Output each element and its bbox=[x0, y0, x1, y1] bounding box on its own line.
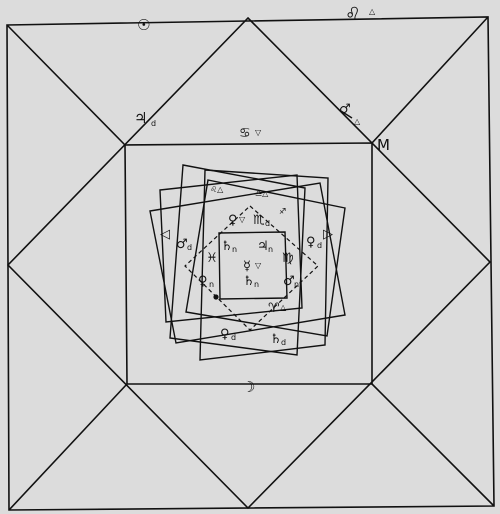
diagonal-top-left bbox=[6, 24, 126, 146]
mars-symbol: ♂ bbox=[339, 102, 351, 117]
virgo-right: ♍ bbox=[282, 251, 294, 266]
venus-left-sub: n bbox=[209, 280, 214, 289]
center-mercury: ☿ bbox=[243, 259, 251, 274]
jupiter-sub: d bbox=[151, 119, 156, 128]
star-square-b bbox=[169, 164, 306, 356]
mars-left-sub: d bbox=[187, 243, 192, 252]
center-saturn: ♄ bbox=[243, 274, 255, 289]
jupiter-symbol: ♃ bbox=[134, 109, 147, 127]
arrow-line bbox=[340, 110, 353, 119]
venus-upper-left: ♀ bbox=[228, 213, 238, 228]
center-saturn-left: ♄ bbox=[221, 239, 233, 254]
moon-symbol: ☽ bbox=[242, 378, 255, 396]
leo-mark: △ bbox=[369, 7, 376, 16]
dashed-diamond bbox=[184, 205, 319, 331]
venus-right: ♀ bbox=[306, 235, 316, 250]
star-top-label-2: ♎△ bbox=[255, 189, 269, 198]
sagittarius-upper-right: ♐ bbox=[279, 207, 286, 216]
sun-symbol: ☉ bbox=[137, 16, 150, 34]
diagonal-bottom-right bbox=[371, 383, 495, 507]
center-jupiter: ♃ bbox=[257, 239, 269, 254]
diagonal-bottom-left bbox=[8, 383, 128, 511]
leo-symbol: ♌ bbox=[345, 4, 361, 25]
venus-lower: ♀ bbox=[220, 327, 230, 342]
star-square-e bbox=[199, 169, 329, 361]
mars-left: ♂ bbox=[176, 237, 188, 252]
star-square-c bbox=[185, 179, 346, 337]
center-saturn-left-sub: n bbox=[232, 245, 237, 254]
cancer-mark: ▽ bbox=[255, 128, 262, 137]
aries-lower-mark: △ bbox=[280, 303, 287, 312]
star-top-label-1: ♌△ bbox=[210, 185, 224, 194]
saturn-lower: ♄ bbox=[270, 332, 282, 347]
venus-upper-left-mark: ▽ bbox=[239, 215, 246, 224]
center-jupiter-sub: n bbox=[268, 245, 273, 254]
scorpio-upper: ♏ bbox=[253, 213, 265, 228]
star-square-d bbox=[159, 174, 303, 323]
inner-square bbox=[124, 142, 373, 385]
diagonal-top-right bbox=[371, 16, 489, 144]
left-triangle: ◁ bbox=[160, 227, 170, 242]
scorpio-sub: d bbox=[265, 219, 270, 228]
star-square-a bbox=[149, 182, 346, 344]
dot-marker bbox=[213, 294, 219, 300]
venus-lower-sub: d bbox=[231, 333, 236, 342]
mars-mark: △ bbox=[354, 117, 361, 126]
corner-letter-m: M bbox=[377, 136, 390, 154]
center-saturn-sub: n bbox=[254, 280, 259, 289]
cancer-symbol: ♋ bbox=[239, 126, 251, 141]
venus-right-sub: d bbox=[317, 241, 322, 250]
right-triangle: ▷ bbox=[323, 227, 333, 242]
mars-right: ♂ bbox=[283, 274, 295, 289]
center-square bbox=[218, 231, 288, 300]
mars-right-sub: n bbox=[294, 280, 299, 289]
aries-lower: ♈ bbox=[268, 301, 280, 316]
outer-diamond bbox=[6, 16, 492, 510]
saturn-lower-sub: d bbox=[281, 338, 286, 347]
venus-left: ♀ bbox=[198, 274, 208, 289]
center-mercury-mark: ▽ bbox=[255, 261, 262, 270]
pisces-left: ♓ bbox=[206, 251, 218, 266]
